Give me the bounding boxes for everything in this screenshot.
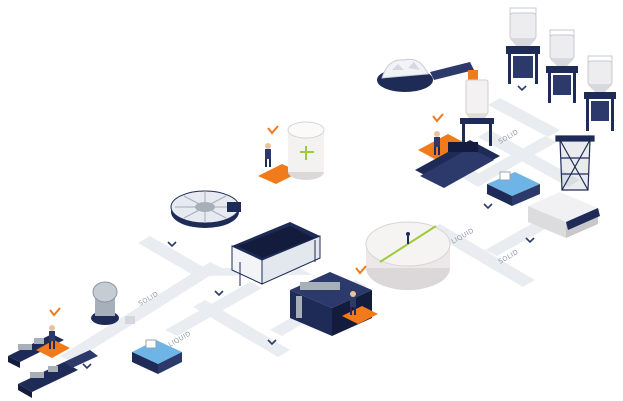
checkmark-icon (432, 113, 444, 123)
hopper-icon (460, 79, 494, 146)
extruder-icon (18, 350, 98, 398)
silo-icon (506, 7, 540, 84)
silo-icon (584, 55, 616, 131)
centrifuge (91, 281, 135, 325)
waste-pile (377, 58, 433, 92)
tank-icon (528, 192, 600, 238)
path-segment-c (138, 236, 205, 275)
silo-icon (546, 29, 578, 103)
press-icon (290, 272, 372, 336)
lattice-tower (555, 135, 595, 191)
water-tank-icon (487, 171, 540, 206)
flow-chevrons (82, 85, 535, 370)
operator-icon (49, 325, 55, 349)
chevron-down-icon (214, 290, 224, 297)
path-segment-e (193, 300, 290, 357)
chevron-down-icon (167, 241, 177, 248)
operator-station-press (342, 306, 378, 324)
path-segment-l (488, 98, 560, 137)
operator-icon (434, 131, 440, 155)
operator-icon (350, 291, 356, 315)
checkmark-icon (355, 265, 367, 275)
chevron-down-icon (483, 203, 493, 210)
chevron-down-icon (267, 339, 277, 346)
tank-icon (287, 121, 325, 180)
path-segment-j (478, 130, 580, 187)
chevron-down-icon (517, 85, 527, 92)
operator-station-upper-right (415, 134, 500, 188)
water-tank-icon (132, 339, 182, 374)
chevron-down-icon (82, 363, 92, 370)
path-segment-a (60, 300, 162, 362)
clarifier-tank (365, 221, 451, 290)
path-segment-k (470, 136, 557, 184)
operator-icon (265, 143, 271, 167)
path-segment-h (428, 224, 535, 287)
chevron-down-icon (525, 237, 535, 244)
checkmark-icon (267, 125, 279, 135)
rotary-filter (170, 190, 241, 228)
belt-press (231, 222, 321, 286)
conveyor-icon (430, 62, 478, 80)
checkmark-icon (49, 307, 61, 317)
